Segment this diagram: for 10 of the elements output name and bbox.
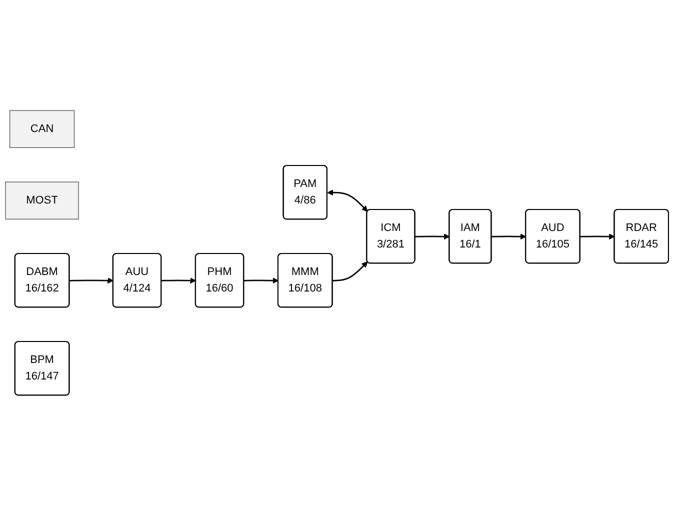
arrow <box>415 234 450 240</box>
arrow <box>244 278 279 284</box>
arrow <box>70 278 114 284</box>
node-box: CAN <box>9 110 75 148</box>
arrow <box>327 190 368 212</box>
arrow <box>161 278 196 284</box>
arrow <box>492 234 526 240</box>
arrow <box>580 234 615 240</box>
arrow <box>332 262 368 282</box>
node-box: MOST <box>5 182 79 220</box>
